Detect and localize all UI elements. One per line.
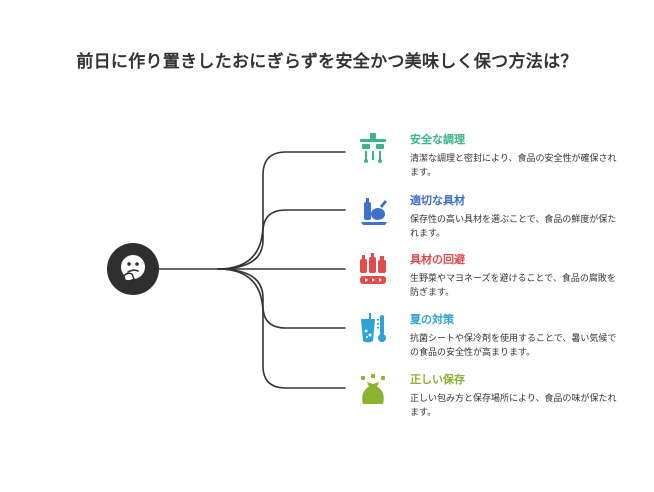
central-hub xyxy=(107,243,159,295)
item-title: 安全な調理 xyxy=(410,133,465,146)
wrapped-bag-icon xyxy=(361,374,385,404)
item-title: 具材の回避 xyxy=(410,253,465,266)
item-description: 保存性の高い具材を選ぶことで、食品の鮮度が保たれます。 xyxy=(410,215,617,239)
ingredients-icon xyxy=(361,198,387,225)
connector-line xyxy=(217,268,346,329)
item-title: 正しい保存 xyxy=(410,373,465,386)
cold-drink-thermometer-icon xyxy=(361,313,386,343)
item-description: 清潔な調理と密封により、食品の安全性が確保されます。 xyxy=(410,154,617,178)
connector-line xyxy=(158,151,346,270)
item-title: 夏の対策 xyxy=(410,313,454,326)
kitchen-tools-icon xyxy=(360,133,386,163)
item-description: 抗菌シートや保冷剤を使用することで、暑い気候での食品の安全性が高まります。 xyxy=(410,334,617,358)
connector-line xyxy=(217,268,346,389)
thinking-face-icon xyxy=(121,255,145,282)
item-description: 生野菜やマヨネーズを避けることで、食品の腐敗を防ぎます。 xyxy=(410,274,616,298)
item-description: 正しい包み方と保存場所により、食品の味が保たれます。 xyxy=(410,394,617,418)
item-title: 適切な具材 xyxy=(410,194,465,207)
bottles-icon xyxy=(360,253,386,284)
connector-line xyxy=(217,209,346,270)
page-title: 前日に作り置きしたおにぎらずを安全かつ美味しく保つ方法は？ xyxy=(76,52,578,72)
